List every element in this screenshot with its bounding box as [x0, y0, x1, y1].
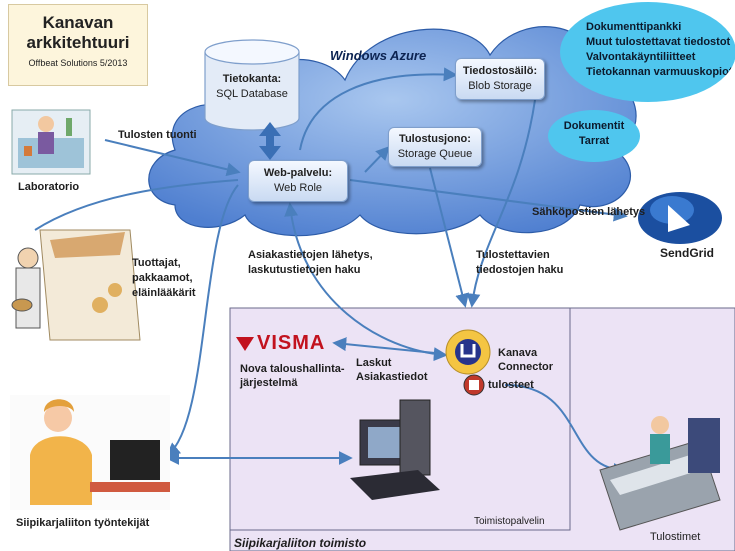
workers-label: Siipikarjaliiton työntekijät — [16, 517, 150, 529]
printers-label: Tulostimet — [650, 531, 701, 543]
db-name: Tietokanta: — [222, 73, 282, 85]
customer-send-line: laskutustietojen haku — [248, 264, 361, 276]
visma-desc-line: Nova taloushallinta- — [240, 363, 345, 375]
arrows — [34, 67, 628, 477]
db-tech: SQL Database — [216, 88, 288, 100]
prints-icon — [463, 374, 485, 396]
producers-illustration — [11, 229, 141, 341]
queue-node: Tulostusjono: Storage Queue — [388, 127, 482, 167]
print-files-line: tiedostojen haku — [476, 264, 564, 276]
blob-name: Tiedostosäilö: — [462, 65, 538, 77]
connector-label: Kanava Connector — [498, 346, 553, 374]
connector-line: Kanava — [498, 347, 538, 359]
worker-illustration — [10, 395, 170, 510]
connector-icon — [445, 329, 491, 375]
blob-bubble-item: Muut tulostettavat tiedostot — [586, 36, 731, 48]
results-import-label: Tulosten tuonti — [118, 129, 197, 141]
queue-bubble-item: Dokumentit — [563, 120, 625, 132]
print-files-line: Tulostettavien — [476, 249, 550, 261]
web-tech: Web Role — [273, 182, 323, 194]
queue-tech: Storage Queue — [397, 148, 473, 160]
title-box: Kanavan arkkitehtuuri Offbeat Solutions … — [8, 4, 148, 86]
server-label: Toimistopalvelin — [474, 516, 545, 527]
laboratory-illustration — [11, 109, 91, 175]
producers-line: Tuottajat, — [132, 257, 181, 269]
queue-bubble-item: Tarrat — [578, 135, 610, 147]
visma-desc-line: järjestelmä — [240, 377, 298, 389]
visma-wordmark: VISMA — [257, 332, 326, 354]
producers-line: eläinlääkärit — [132, 287, 196, 299]
blob-tech: Blob Storage — [468, 80, 532, 92]
visma-mark-icon — [236, 336, 254, 351]
sendgrid-label: SendGrid — [660, 246, 715, 260]
db-web-arrow — [259, 122, 281, 160]
customer-send-line: Asiakastietojen lähetys, — [248, 249, 373, 261]
title-subtitle: Offbeat Solutions 5/2013 — [28, 58, 128, 68]
title-line-2: arkkitehtuuri — [26, 33, 130, 52]
printer-illustration — [599, 416, 721, 531]
invoices-line: Asiakastiedot — [356, 371, 428, 383]
queue-bubble: Dokumentit Tarrat — [548, 110, 640, 162]
producers-line: pakkaamot, — [132, 272, 193, 284]
laboratory-label: Laboratorio — [18, 181, 80, 193]
invoices-line: Laskut — [356, 357, 392, 369]
blob-bubble: Dokumenttipankki Muut tulostettavat tied… — [560, 2, 735, 102]
blob-bubble-item: Valvontakäyntiliitteet — [586, 51, 696, 63]
visma-description: Nova taloushallinta- järjestelmä — [240, 362, 345, 390]
prints-label: tulosteet — [488, 379, 534, 391]
email-label: Sähköpostien lähetys — [532, 206, 646, 218]
database-cylinder — [204, 39, 300, 131]
queue-name: Tulostusjono: — [399, 133, 471, 145]
visma-logo: VISMA — [236, 332, 325, 355]
producers-label: Tuottajat, pakkaamot, eläinlääkärit — [132, 256, 196, 301]
web-name: Web-palvelu: — [263, 167, 333, 179]
computer-illustration — [350, 399, 440, 500]
invoices-label: Laskut Asiakastiedot — [356, 356, 428, 384]
sendgrid-logo — [638, 192, 722, 244]
blob-bubble-item: Tietokannan varmuuskopiot — [586, 66, 733, 78]
db-node: Tietokanta: SQL Database — [205, 72, 299, 102]
blob-node: Tiedostosäilö: Blob Storage — [455, 58, 545, 100]
office-label: Siipikarjaliiton toimisto — [234, 536, 367, 550]
print-files-label: Tulostettavien tiedostojen haku — [476, 248, 563, 278]
title-line-1: Kanavan — [42, 13, 114, 32]
cloud-label: Windows Azure — [330, 48, 427, 63]
blob-bubble-item: Dokumenttipankki — [586, 21, 682, 33]
connector-line: Connector — [498, 361, 553, 373]
web-node: Web-palvelu: Web Role — [248, 160, 348, 202]
customer-send-label: Asiakastietojen lähetys, laskutustietoje… — [248, 248, 373, 278]
